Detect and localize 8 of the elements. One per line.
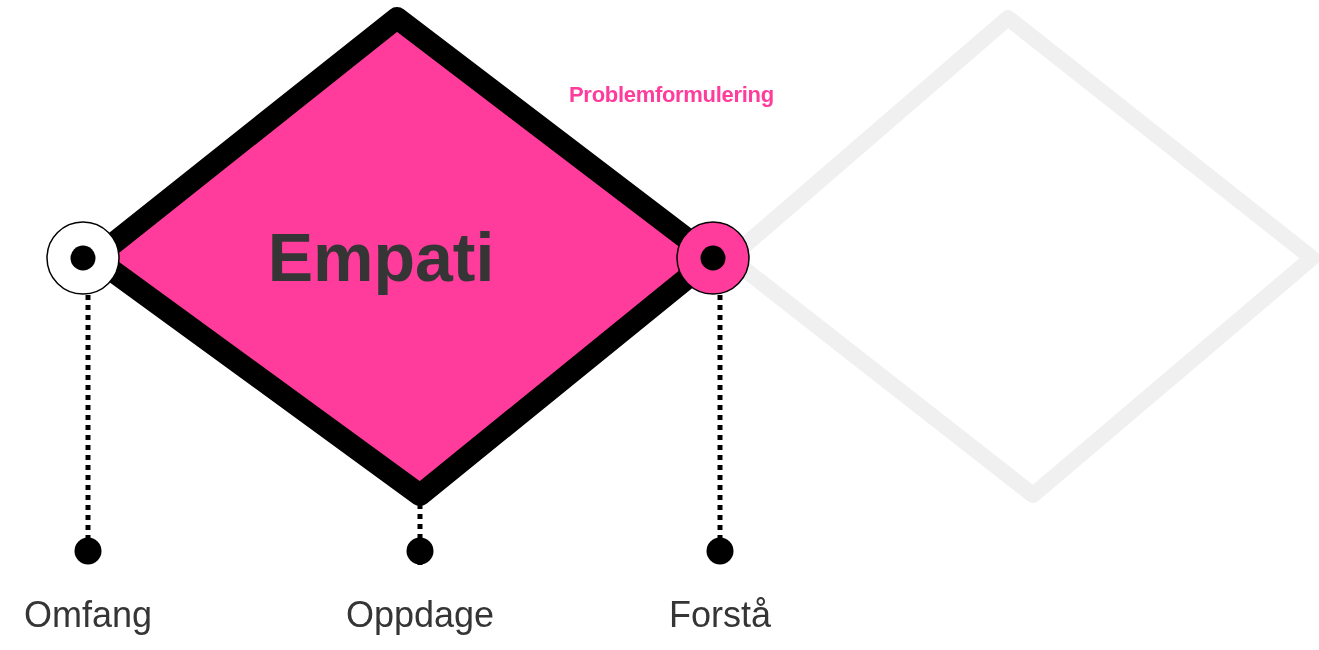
stage-label: Forstå [669,594,771,636]
leader-line [706,295,734,565]
stage-label: Omfang [23,594,153,636]
stage-label: Oppdage [345,594,495,636]
phase-title: Empati [267,218,495,296]
leader-line [406,504,434,565]
leader-line [74,295,102,565]
section-heading: Problemformulering [569,82,774,108]
